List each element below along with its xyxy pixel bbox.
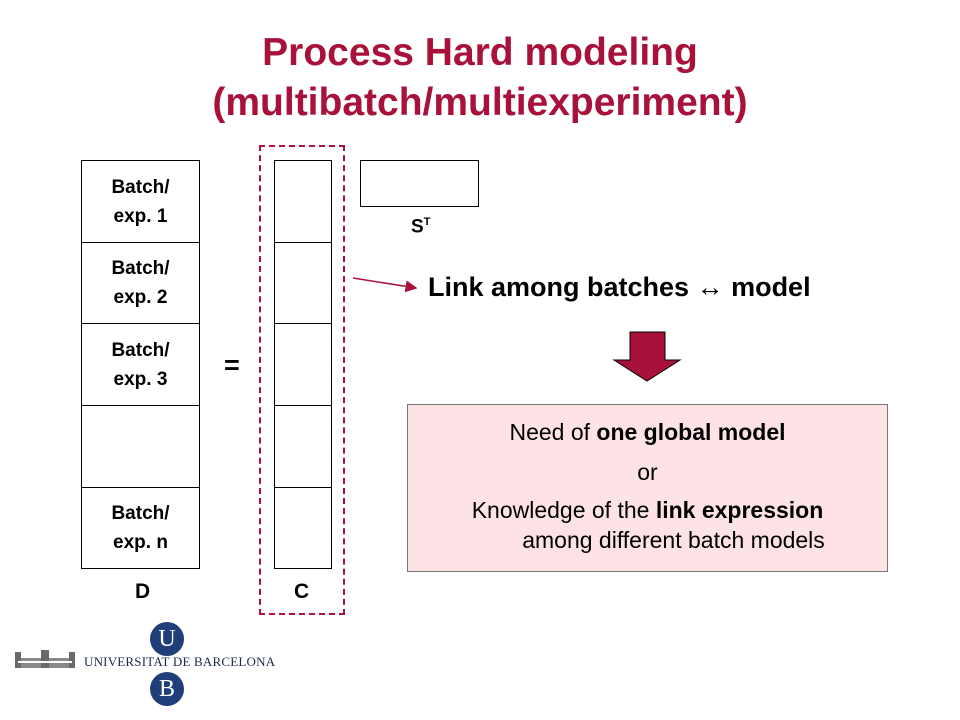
slide-title: Process Hard modeling (multibatch/multie… [0, 28, 960, 128]
matrix-c-cell-4 [274, 405, 332, 488]
logo-text: UNIVERSITAT DE BARCELONA [84, 654, 276, 669]
building-icon [15, 650, 75, 668]
requirement-line-4: among different batch models [522, 527, 825, 553]
matrix-c-cell-3 [274, 323, 332, 406]
link-statement: Link among batches ↔ model [428, 272, 811, 302]
down-arrow-icon [612, 331, 682, 382]
logo-u-icon: U [150, 622, 184, 656]
matrix-d-cell-4 [81, 405, 200, 488]
matrix-st-label: ST [411, 216, 431, 238]
link-arrow [352, 277, 418, 293]
equals-sign: = [224, 350, 240, 380]
title-line-2: (multibatch/multiexperiment) [212, 81, 748, 124]
matrix-d-label: D [135, 580, 151, 603]
matrix-c-label: C [294, 580, 310, 603]
matrix-d-cell-3: Batch/exp. 3 [81, 323, 200, 406]
matrix-d-cell-n: Batch/exp. n [81, 487, 200, 569]
matrix-st [360, 160, 479, 207]
matrix-c-cell-n [274, 487, 332, 569]
matrix-c-cell-2 [274, 242, 332, 324]
matrix-d-cell-1: Batch/exp. 1 [81, 160, 200, 243]
requirement-line-3: Knowledge of the link expression [471, 497, 824, 523]
requirement-or: or [637, 459, 658, 485]
requirement-line-1: Need of one global model [509, 419, 786, 445]
logo-b-icon: B [150, 672, 184, 706]
requirement-box: Need of one global model or Knowledge of… [407, 404, 888, 572]
double-arrow-icon: ↔ [696, 272, 724, 302]
matrix-c-highlight [259, 145, 345, 615]
title-line-1: Process Hard modeling [262, 31, 698, 74]
